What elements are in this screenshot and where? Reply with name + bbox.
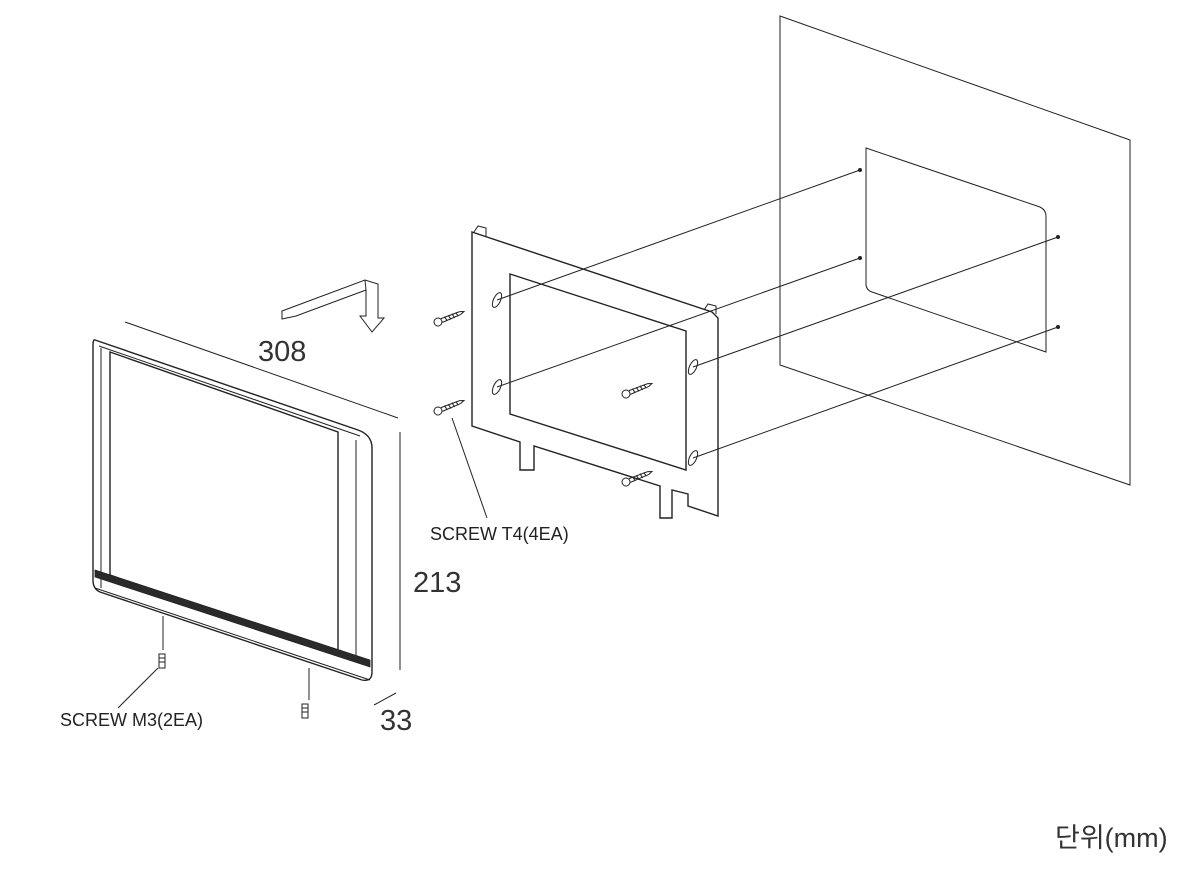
unit-label: 단위(mm) — [1055, 823, 1168, 853]
wall-mounting-bracket — [471, 225, 719, 519]
depth-dimension-label: 33 — [380, 705, 413, 737]
assembly-guide-lines — [496, 168, 1060, 459]
monitor-unit — [92, 339, 373, 682]
wall-cutout — [865, 147, 1047, 353]
screw-t4-4 — [621, 470, 654, 487]
screw-m3-leader — [117, 667, 159, 709]
screw-m3-2 — [301, 668, 310, 719]
height-dimension-label: 213 — [413, 567, 462, 599]
wall-panel — [779, 15, 1131, 486]
screw-t4-2 — [433, 399, 466, 416]
dimension-lines — [124, 321, 401, 706]
width-dimension-label: 308 — [258, 336, 307, 368]
screw-t4-3 — [621, 382, 654, 399]
screw-t4-callout: SCREW T4(4EA) — [430, 524, 569, 544]
mount-direction-arrow — [281, 279, 386, 333]
screw-m3-1 — [158, 616, 166, 669]
screw-m3-callout: SCREW M3(2EA) — [60, 710, 204, 730]
screw-t4-leader — [451, 417, 488, 519]
screw-t4-1 — [433, 310, 466, 327]
